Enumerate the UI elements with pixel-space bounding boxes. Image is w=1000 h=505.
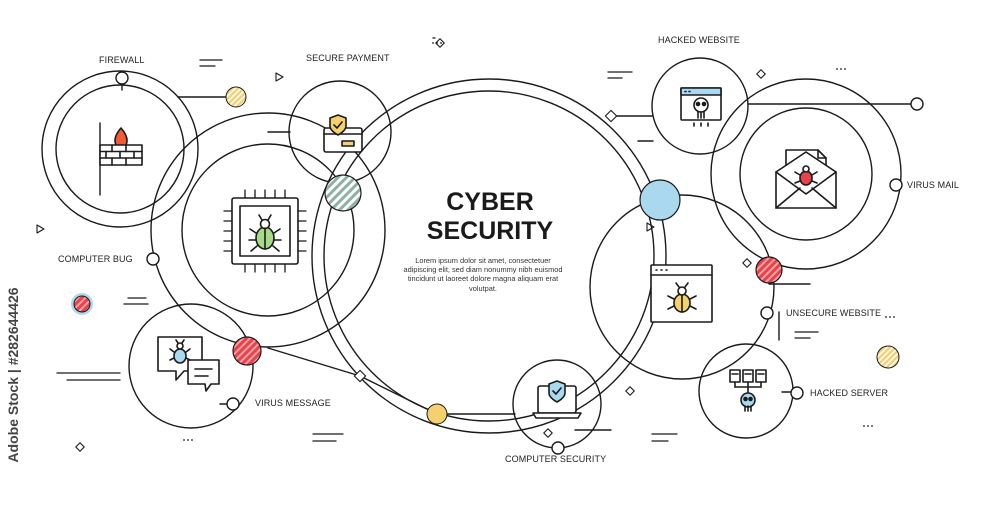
center-ring-inner: [323, 90, 655, 422]
hacked-website-ring: [651, 57, 749, 155]
label-computer-bug: COMPUTER BUG: [58, 254, 133, 264]
hacked-server-ring: [698, 343, 794, 439]
label-hacked-website: HACKED WEBSITE: [658, 35, 740, 45]
chip-bug-icon: [223, 189, 307, 273]
label-computer-security: COMPUTER SECURITY: [505, 454, 607, 464]
connector-lines: [99, 79, 916, 431]
title-line-1: CYBER: [446, 188, 534, 216]
blue-red-accent: [71, 293, 93, 315]
computer-bug-ring-outer: [150, 112, 386, 348]
red-hatched-accent-left: [232, 336, 262, 366]
title-line-2: SECURITY: [426, 217, 554, 245]
virus-message-ring: [128, 303, 254, 429]
label-secure-payment: SECURE PAYMENT: [306, 53, 390, 63]
secure-payment-icon: [323, 114, 363, 153]
yellow-hatched-accent-top: [225, 86, 247, 108]
yellow-hatched-accent-right: [876, 345, 900, 369]
firewall-icon: [99, 127, 143, 166]
label-unsecure-website: UNSECURE WEBSITE: [786, 308, 882, 318]
virus-mail-ring-inner: [739, 107, 873, 241]
diagram-title: CYBER SECURITY: [395, 188, 585, 246]
hacked-website-icon: [680, 87, 722, 127]
stock-watermark-text: Adobe Stock | #282644426: [5, 287, 21, 463]
label-firewall: FIREWALL: [99, 55, 145, 65]
decorative-dashes: [56, 37, 819, 442]
computer-bug-ring-inner: [181, 143, 355, 317]
virus-mail-ring-outer: [710, 78, 902, 270]
description-text: Lorem ipsum dolor sit amet, consectetuer…: [403, 256, 563, 293]
virus-mail-icon: [775, 149, 837, 209]
hacked-server-icon: [729, 369, 767, 412]
label-virus-message: VIRUS MESSAGE: [255, 398, 331, 408]
node-dots: [115, 71, 924, 455]
gray-hatched-accent: [324, 174, 362, 212]
decorative-dots: [183, 42, 895, 441]
computer-security-icon: [532, 380, 582, 419]
center-ring-outer: [311, 78, 667, 434]
firewall-ring-outer: [41, 70, 199, 228]
triangle-markers: [36, 72, 655, 234]
unsecure-website-icon: [650, 264, 713, 323]
yellow-accent-bottom: [426, 403, 448, 425]
label-virus-mail: VIRUS MAIL: [907, 180, 960, 190]
virus-message-icon: [157, 336, 220, 392]
diamond-markers: [75, 38, 766, 452]
blue-accent-large: [639, 179, 681, 221]
label-hacked-server: HACKED SERVER: [810, 388, 889, 398]
unsecure-website-ring: [589, 194, 775, 380]
red-hatched-accent-right: [755, 256, 783, 284]
stock-watermark: Adobe Stock | #282644426: [3, 250, 23, 500]
